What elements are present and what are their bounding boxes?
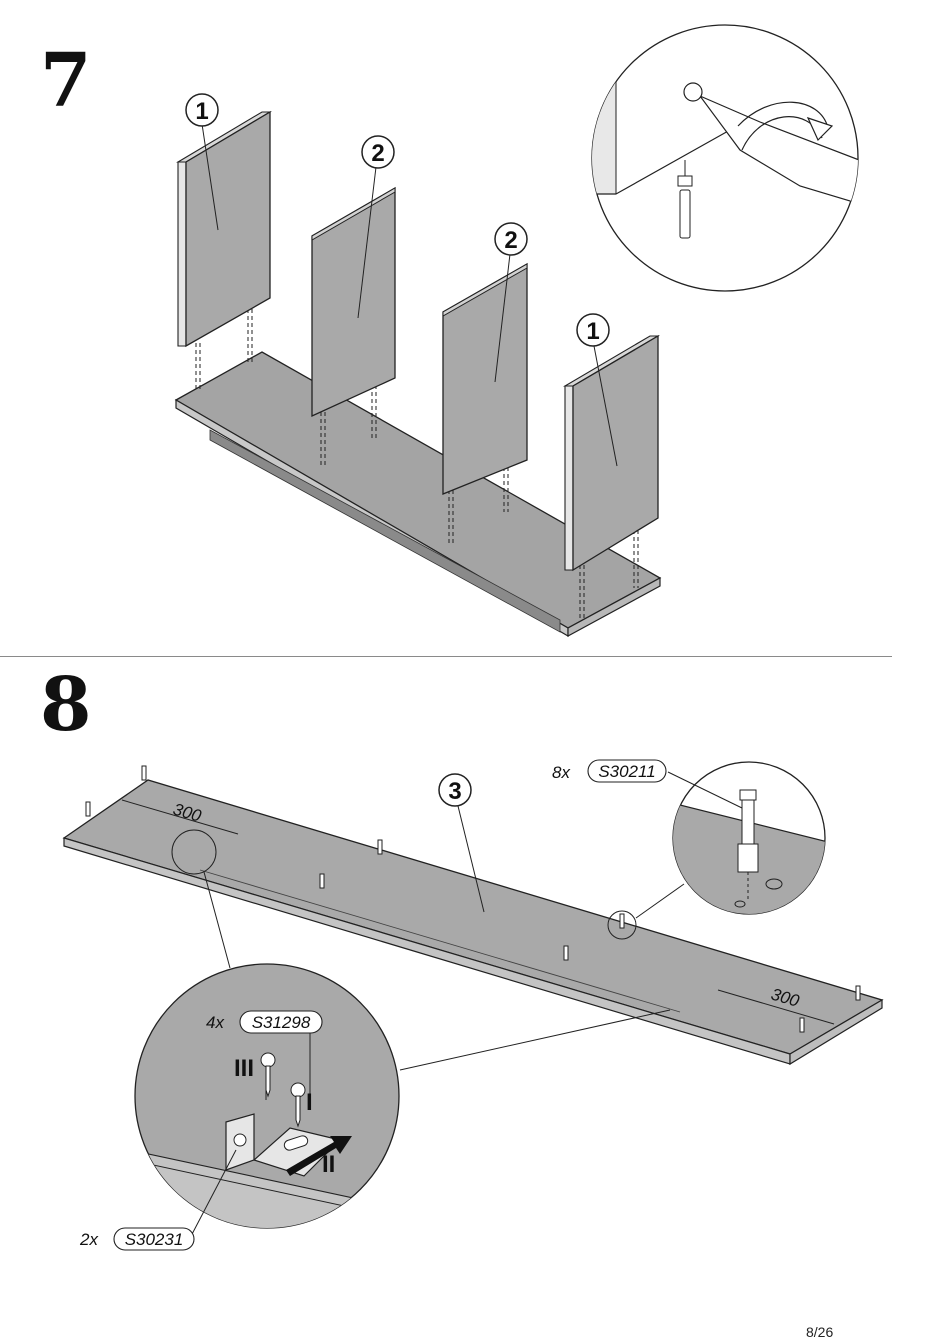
bracket-qty: 2x xyxy=(79,1230,98,1249)
dowel-qty: 8x xyxy=(552,763,570,782)
callout-2a-label: 2 xyxy=(371,140,384,167)
bracket-code: S30231 xyxy=(125,1230,184,1249)
callout-1b: 1 xyxy=(576,313,610,347)
step-7-number: 7 xyxy=(40,38,92,124)
side-panel-left xyxy=(176,110,272,348)
bracket-detail xyxy=(134,963,400,1229)
panel-dowels xyxy=(85,765,861,1033)
screwdriver-detail xyxy=(591,24,859,292)
page-number: 8/26 xyxy=(806,1324,834,1340)
callout-1a-label: 1 xyxy=(195,98,208,125)
step-7-drawing: 1 2 2 1 xyxy=(174,24,859,638)
step-roman-I: I xyxy=(306,1089,313,1116)
dimension-lines xyxy=(121,799,835,1025)
bracket-code-pill xyxy=(113,1227,195,1251)
screw-code-pill xyxy=(239,1010,323,1034)
callout-1b-label: 1 xyxy=(586,318,599,345)
dowel-guides xyxy=(195,309,639,620)
callout-2b: 2 xyxy=(494,222,528,256)
section-divider xyxy=(0,656,892,657)
callout-2b-label: 2 xyxy=(504,227,517,254)
dowel-code-pill xyxy=(587,759,667,783)
step-roman-III: III xyxy=(234,1055,254,1082)
callout-3-label: 3 xyxy=(448,778,461,805)
base-panel xyxy=(174,351,662,638)
step-8-number: 8 xyxy=(40,662,92,748)
callout-2a: 2 xyxy=(361,135,395,169)
screw-qty: 4x xyxy=(206,1013,224,1032)
dowel-code: S30211 xyxy=(598,762,655,781)
step-8-drawing: 300 300 3 8x xyxy=(62,759,884,1251)
partition-left xyxy=(311,186,396,418)
dowel-detail xyxy=(672,761,826,915)
callout-1a: 1 xyxy=(185,93,219,127)
partition-right xyxy=(442,262,528,495)
step-roman-II: II xyxy=(322,1151,335,1178)
side-panel-right xyxy=(562,334,661,572)
screw-code: S31298 xyxy=(252,1013,311,1032)
callout-3: 3 xyxy=(438,773,472,807)
top-panel xyxy=(62,779,884,1066)
